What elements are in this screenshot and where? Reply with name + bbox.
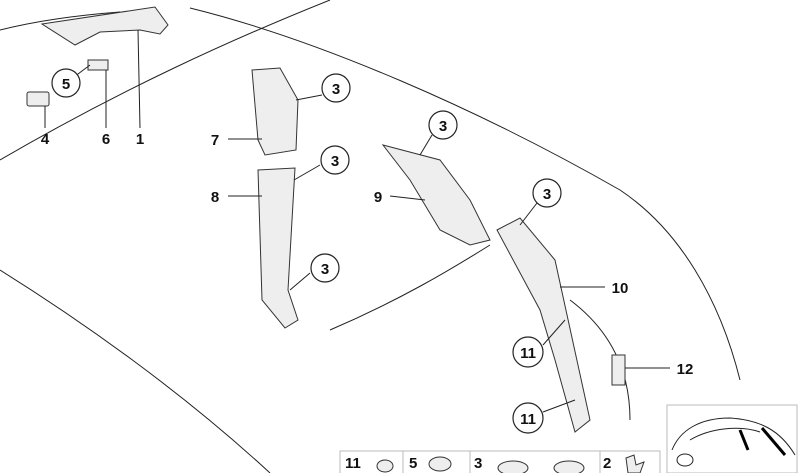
callout-3d: 3: [439, 118, 447, 135]
vehicle-inset-thumbnail: [666, 404, 798, 473]
callout-1: 1: [136, 131, 144, 148]
legend-label-3: 3: [474, 455, 482, 472]
car-body-outline: [0, 0, 741, 473]
plug-icon: [497, 460, 529, 473]
callout-9: 9: [374, 189, 382, 206]
part-10-pillar: [496, 217, 591, 433]
rivet-icon: [428, 456, 452, 472]
callout-10: 10: [612, 280, 629, 297]
callout-6: 6: [102, 131, 110, 148]
callout-circle-3b: [320, 145, 350, 175]
callout-11b: 11: [520, 411, 536, 428]
clip-icon: [553, 460, 585, 473]
part-1-trim: [40, 6, 169, 46]
callout-4: 4: [41, 131, 50, 148]
callout-3e: 3: [543, 186, 551, 203]
part-8-pillar-lower: [257, 167, 299, 329]
part-7-pillar-upper: [251, 67, 299, 156]
callout-3c: 3: [321, 261, 329, 278]
callout-circle-3d: [428, 110, 458, 140]
legend-label-11: 11: [345, 455, 361, 472]
callout-circle-3a: [321, 73, 351, 103]
spring-clip-icon: [625, 454, 645, 473]
callout-circle-5: [51, 68, 81, 98]
callout-8: 8: [211, 189, 219, 206]
callout-11a: 11: [520, 345, 536, 362]
callout-5: 5: [62, 76, 70, 93]
callout-3a: 3: [332, 81, 340, 98]
callout-12: 12: [677, 361, 694, 378]
callout-7: 7: [211, 132, 219, 149]
callout-3b: 3: [331, 153, 339, 170]
part-6-clip: [87, 59, 109, 71]
callout-circle-3e: [532, 178, 562, 208]
callout-circle-11b: [512, 402, 544, 434]
legend-label-2: 2: [603, 455, 611, 472]
part-12-clip: [611, 354, 626, 386]
leader-lines: [44, 29, 670, 413]
part-4-badge: [26, 91, 50, 107]
part-9-pillar: [381, 144, 491, 246]
callout-circle-3c: [310, 253, 340, 283]
screw-icon: [376, 459, 394, 473]
callout-circle-11a: [512, 336, 544, 368]
fastener-legend: 11 5 3 2: [339, 450, 661, 473]
legend-label-5: 5: [409, 455, 417, 472]
